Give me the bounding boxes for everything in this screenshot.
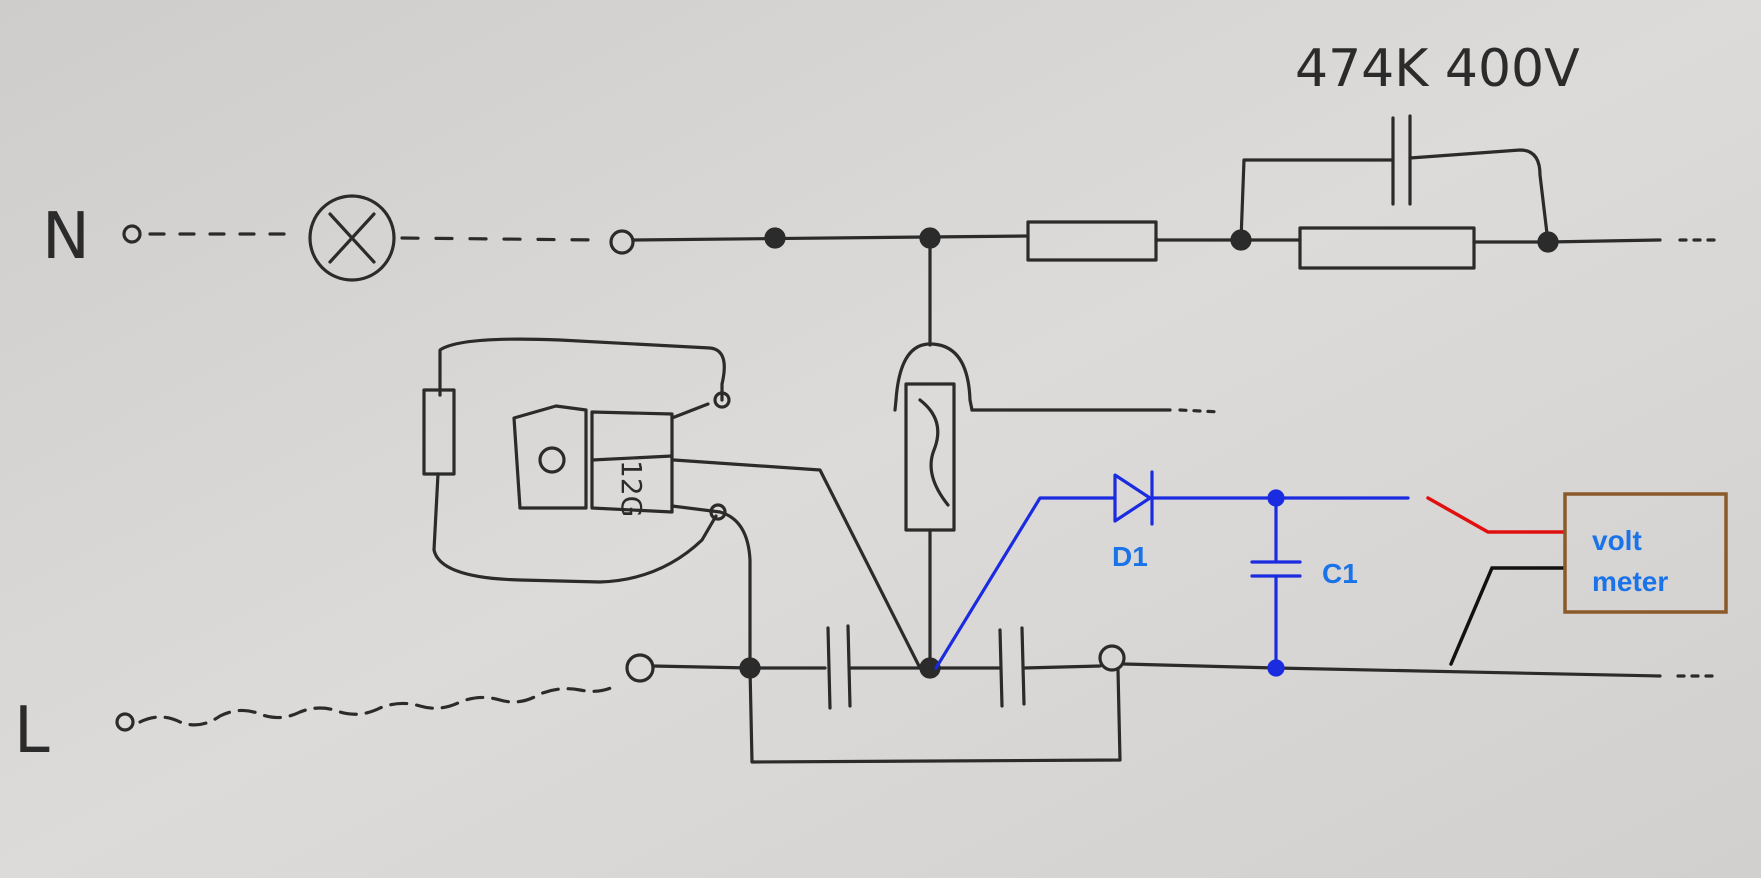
voltmeter-label-line2: meter bbox=[1592, 566, 1668, 597]
capacitor-rating-label: 474K 400V bbox=[1295, 39, 1580, 99]
neutral-label: N bbox=[42, 200, 90, 274]
diode-label: D1 bbox=[1112, 541, 1148, 572]
live-bypass-loop bbox=[748, 666, 1122, 764]
measurement-circuit bbox=[934, 470, 1410, 677]
relay-icon: 12G bbox=[512, 404, 674, 517]
live-wavy-wire bbox=[138, 684, 617, 727]
neutral-wire bbox=[631, 234, 1030, 242]
positive-probe-wire bbox=[1426, 496, 1566, 534]
capacitor-icon bbox=[998, 626, 1026, 708]
pencil-sketch: N 474K 400V bbox=[14, 39, 1722, 768]
fuse-continuation bbox=[1178, 408, 1222, 414]
resistor-icon bbox=[1298, 226, 1476, 270]
relay-wire-loop bbox=[438, 337, 726, 402]
relay-marking: 12G bbox=[615, 460, 648, 517]
neutral-junction-1 bbox=[764, 227, 786, 249]
live-terminal bbox=[115, 712, 135, 732]
neutral-terminal-2 bbox=[609, 229, 635, 255]
neutral-terminal bbox=[122, 224, 142, 244]
voltmeter-box bbox=[1563, 492, 1728, 614]
capacitor-icon bbox=[826, 624, 852, 710]
capacitor-icon bbox=[1391, 114, 1412, 206]
negative-probe-wire bbox=[1449, 566, 1566, 666]
live-terminal-2 bbox=[625, 653, 655, 683]
capacitor-label: C1 bbox=[1322, 558, 1358, 589]
lamp-icon bbox=[308, 194, 396, 282]
voltmeter-label-line1: volt bbox=[1592, 525, 1642, 556]
live-label: L bbox=[14, 694, 50, 768]
neutral-dashed-wire-2 bbox=[400, 236, 600, 242]
